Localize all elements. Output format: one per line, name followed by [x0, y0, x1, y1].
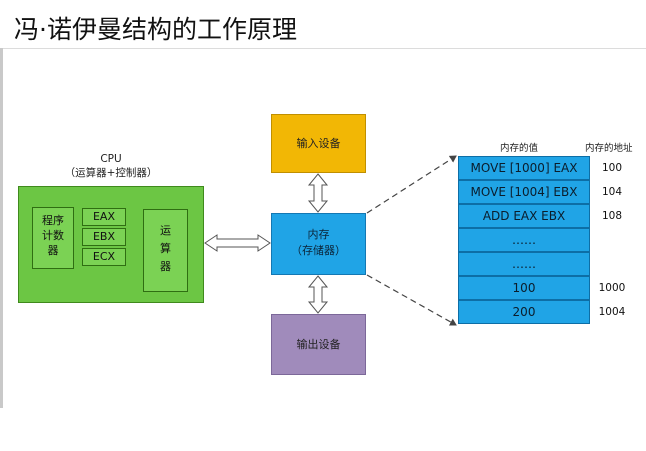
memory-address-header: 内存的地址	[585, 143, 633, 154]
zoom-line-bottom	[366, 274, 457, 326]
alu-line: 算	[160, 242, 171, 255]
alu-box: 运 算 器	[143, 209, 188, 292]
memory-address: 1004	[598, 306, 626, 318]
memory-address: 1000	[598, 282, 626, 294]
memory-label: 内存	[307, 228, 330, 241]
alu-line: 器	[160, 260, 171, 273]
memory-cell: ADD EAX EBX	[458, 204, 590, 228]
program-counter-line: 计数	[42, 229, 64, 242]
memory-box: 内存 （存储器）	[271, 213, 366, 275]
alu-line: 运	[160, 224, 171, 237]
register-ebx: EBX	[82, 228, 126, 246]
memory-cell: MOVE [1004] EBX	[458, 180, 590, 204]
input-memory-arrow	[307, 173, 329, 213]
cpu-memory-arrow	[204, 234, 271, 252]
header-divider	[0, 48, 646, 49]
register-eax: EAX	[82, 208, 126, 226]
zoom-line-top	[366, 155, 457, 214]
cpu-name: CPU	[100, 153, 122, 165]
left-accent-bar	[0, 48, 3, 408]
memory-value-header: 内存的值	[500, 143, 539, 154]
input-device-box: 输入设备	[271, 114, 366, 173]
memory-cell: ……	[458, 252, 590, 276]
program-counter-line: 器	[47, 244, 59, 257]
memory-cell: 200	[458, 300, 590, 324]
program-counter-line: 程序	[42, 214, 64, 227]
memory-address: 100	[601, 162, 623, 174]
memory-cell: MOVE [1000] EAX	[458, 156, 590, 180]
memory-output-arrow	[307, 275, 329, 314]
memory-sublabel: （存储器）	[291, 244, 346, 257]
output-device-box: 输出设备	[271, 314, 366, 375]
register-ecx: ECX	[82, 248, 126, 266]
memory-cell: ……	[458, 228, 590, 252]
program-counter-box: 程序 计数 器	[32, 207, 74, 269]
cpu-label: CPU （运算器+控制器）	[18, 152, 204, 180]
memory-address: 108	[601, 210, 623, 222]
page-title: 冯·诺伊曼结构的工作原理	[14, 15, 297, 44]
memory-address: 104	[601, 186, 623, 198]
cpu-sublabel: （运算器+控制器）	[64, 167, 158, 179]
memory-cell: 100	[458, 276, 590, 300]
